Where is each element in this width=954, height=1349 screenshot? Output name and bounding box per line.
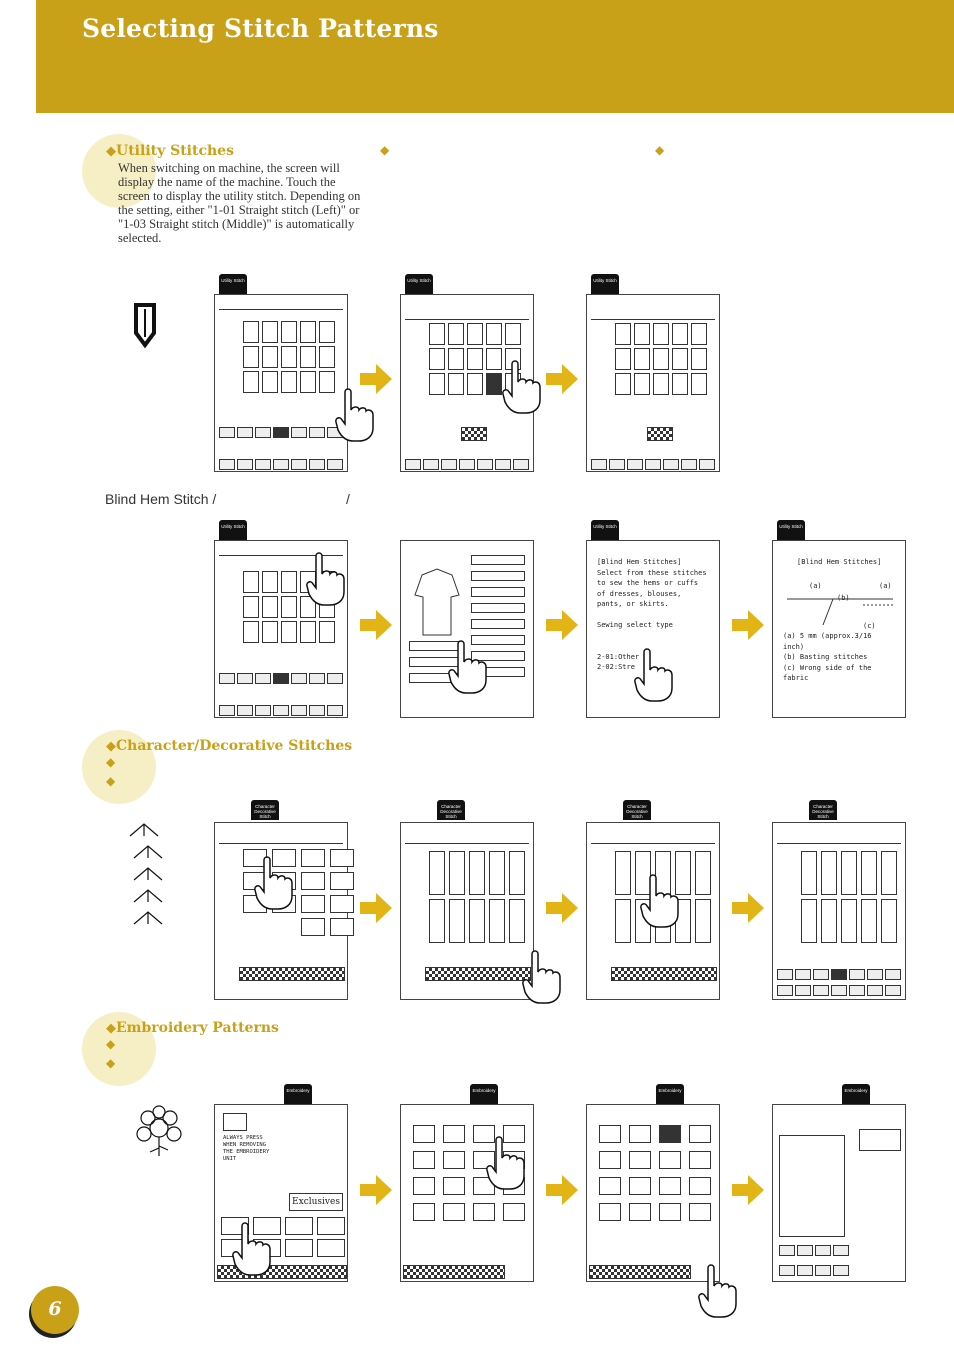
hand-pointer-icon xyxy=(486,1136,525,1190)
section-circle-embroidery xyxy=(82,1012,156,1086)
page-number-badge xyxy=(31,1286,79,1334)
right-arrow-icon xyxy=(732,1175,764,1205)
category-grid[interactable] xyxy=(243,849,354,936)
blind-hem-label: Blind Hem Stitch / xyxy=(105,491,217,507)
stitch-grid[interactable] xyxy=(243,321,335,393)
remove-unit-notice: ALWAYS PRESS WHEN REMOVING THE EMBROIDER… xyxy=(223,1135,270,1162)
screen-tab-character: Character Decorative Stitch xyxy=(251,800,279,820)
character-screen-2 xyxy=(400,822,534,1000)
utility-screen-2 xyxy=(400,294,534,472)
embroidery-screen-2 xyxy=(400,1104,534,1282)
hand-pointer-icon xyxy=(306,552,345,606)
hand-pointer-icon xyxy=(634,648,673,702)
diamond-bullet-icon: ◆ xyxy=(106,774,116,788)
screen-tab-utility: Utility Stitch xyxy=(219,520,247,540)
screen-tab-embroidery: Embroidery xyxy=(842,1084,870,1104)
right-arrow-icon xyxy=(732,893,764,923)
hem-legend: (a) 5 mm (approx.3/16 inch) (b) Basting … xyxy=(783,632,872,682)
hand-pointer-icon xyxy=(254,856,293,910)
section-circle-utility xyxy=(82,134,156,208)
hem-diagram-icon xyxy=(787,598,893,626)
straight-stitch-icon xyxy=(134,303,156,349)
right-arrow-icon xyxy=(360,893,392,923)
section-circle-character xyxy=(82,730,156,804)
screen-tab-character: Character Decorative Stitch xyxy=(437,800,465,820)
screen-tab-embroidery: Embroidery xyxy=(284,1084,312,1104)
screen-tab-character: Character Decorative Stitch xyxy=(809,800,837,820)
screen-tab-utility: Utility Stitch xyxy=(219,274,247,294)
right-arrow-icon xyxy=(546,364,578,394)
stitch-grid[interactable] xyxy=(429,851,525,943)
hand-pointer-icon xyxy=(640,874,679,928)
embroidery-section-title: ◆Embroidery Patterns xyxy=(106,1020,279,1036)
diamond-bullet-icon: ◆ xyxy=(106,739,116,754)
utility-section-title: ◆Utility Stitches xyxy=(106,143,234,159)
stitch-grid[interactable] xyxy=(801,851,897,943)
utility-description: When switching on machine, the screen wi… xyxy=(118,161,361,245)
utility-screen-1 xyxy=(214,294,348,472)
diamond-bullet-icon: ◆ xyxy=(106,1021,116,1036)
diamond-bullet-icon: ◆ xyxy=(655,143,665,157)
screen4-heading: [Blind Hem Stitches] xyxy=(797,558,882,566)
blind-hem-options[interactable] xyxy=(471,555,525,677)
right-arrow-icon xyxy=(546,610,578,640)
flower-embroidery-icon xyxy=(136,1105,182,1156)
blind-hem-help-text: [Blind Hem Stitches] Select from these s… xyxy=(597,558,707,671)
hand-pointer-icon xyxy=(698,1264,737,1318)
diamond-bullet-icon: ◆ xyxy=(106,1056,116,1070)
right-arrow-icon xyxy=(360,364,392,394)
hand-pointer-icon xyxy=(448,640,487,694)
embroidery-pattern-grid[interactable] xyxy=(413,1125,525,1221)
character-screen-3 xyxy=(586,822,720,1000)
hand-pointer-icon xyxy=(502,360,541,414)
blind-hem-slash: / xyxy=(346,491,350,507)
embroidery-preview xyxy=(779,1135,845,1237)
stitch-grid[interactable] xyxy=(615,323,707,395)
page-title: Selecting Stitch Patterns xyxy=(82,14,439,43)
right-arrow-icon xyxy=(732,610,764,640)
character-screen-1 xyxy=(214,822,354,1000)
stitch-grid[interactable] xyxy=(429,323,521,395)
embroidery-unit-icon[interactable] xyxy=(223,1113,247,1131)
exclusives-button[interactable]: Exclusives xyxy=(289,1193,343,1211)
right-arrow-icon xyxy=(360,1175,392,1205)
label-b: (b) xyxy=(837,594,850,602)
garment-illustration-icon xyxy=(414,568,460,636)
blind-hem-screen-1 xyxy=(214,540,348,718)
screen-tab-embroidery: Embroidery xyxy=(470,1084,498,1104)
embroidery-screen-3 xyxy=(586,1104,720,1282)
page-number: 6 xyxy=(48,1298,62,1320)
right-arrow-icon xyxy=(546,1175,578,1205)
right-arrow-icon xyxy=(360,610,392,640)
screen-tab-character: Character Decorative Stitch xyxy=(623,800,651,820)
label-c: (c) xyxy=(863,622,876,630)
screen-tab-embroidery: Embroidery xyxy=(656,1084,684,1104)
screen-tab-utility: Utility Stitch xyxy=(777,520,805,540)
utility-screen-3 xyxy=(586,294,720,472)
screen-tab-utility: Utility Stitch xyxy=(405,274,433,294)
stitch-grid[interactable] xyxy=(615,851,711,943)
blind-hem-screen-2 xyxy=(400,540,534,718)
diamond-bullet-icon: ◆ xyxy=(106,1037,116,1051)
screen-tab-utility: Utility Stitch xyxy=(591,520,619,540)
label-a-left: (a) xyxy=(809,582,822,590)
diamond-bullet-icon: ◆ xyxy=(106,144,116,159)
diamond-bullet-icon: ◆ xyxy=(380,143,390,157)
hand-pointer-icon xyxy=(232,1222,271,1276)
hand-pointer-icon xyxy=(522,950,561,1004)
character-section-title: ◆Character/Decorative Stitches xyxy=(106,738,353,754)
character-screen-4 xyxy=(772,822,906,1000)
embroidery-frame-icon[interactable] xyxy=(859,1129,901,1151)
diamond-bullet-icon: ◆ xyxy=(106,755,116,769)
screen-tab-utility: Utility Stitch xyxy=(591,274,619,294)
blind-hem-screen-4: [Blind Hem Stitches] (a) (b) (a) (c) (a)… xyxy=(772,540,906,718)
hand-pointer-icon xyxy=(335,388,374,442)
embroidery-screen-4 xyxy=(772,1104,906,1282)
header-banner: Selecting Stitch Patterns xyxy=(36,0,954,113)
embroidery-pattern-grid[interactable] xyxy=(599,1125,711,1221)
decorative-stitch-icon xyxy=(129,823,163,925)
label-a-right: (a) xyxy=(879,582,892,590)
right-arrow-icon xyxy=(546,893,578,923)
